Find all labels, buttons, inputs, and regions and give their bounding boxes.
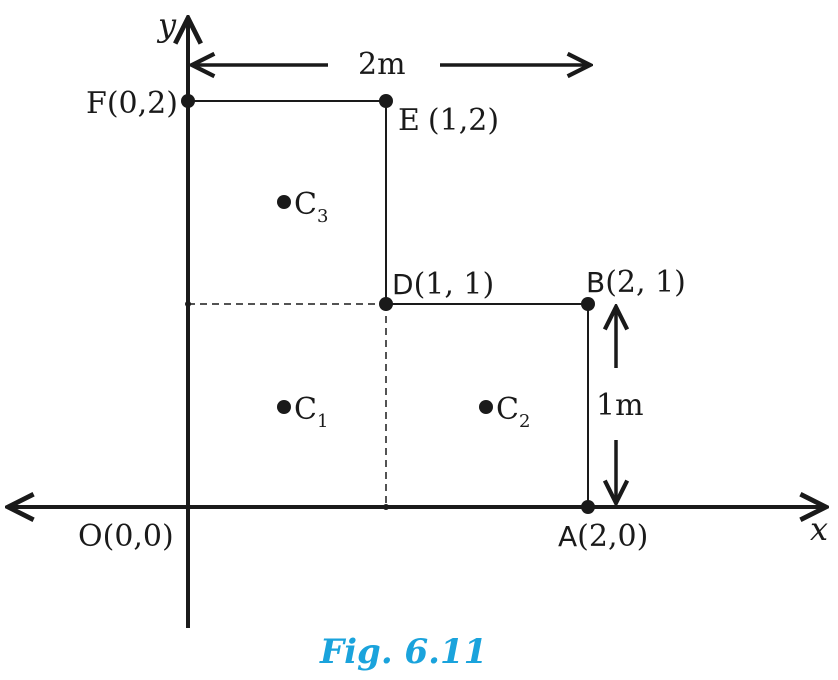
- tick-dot-x1: [383, 504, 389, 510]
- center-c2-sub: 2: [519, 411, 530, 432]
- tick-dot-origin: [185, 504, 191, 510]
- point-o-coords: (0,0): [103, 519, 174, 554]
- center-c3-sub: 3: [317, 206, 328, 227]
- point-e-name: E: [398, 103, 420, 138]
- point-d-name: D: [392, 268, 414, 301]
- center-c1-label: C1: [294, 392, 328, 432]
- point-d-label: D(1, 1): [392, 267, 494, 302]
- center-c3-letter: C: [294, 187, 317, 222]
- x-axis-label: x: [810, 510, 828, 548]
- point-a-coords: (2,0): [577, 519, 648, 554]
- point-a-label: A(2,0): [558, 519, 648, 554]
- point-b-label: B(2, 1): [586, 265, 686, 300]
- point-b-name: B: [586, 266, 605, 299]
- tick-dot-y1: [185, 301, 191, 307]
- center-c3-label: C3: [294, 187, 328, 227]
- point-a-name: A: [558, 520, 577, 553]
- y-axis-label: y: [156, 6, 177, 44]
- point-d-dot: [379, 297, 393, 311]
- center-c1-dot: [277, 400, 291, 414]
- height-label: 1m: [596, 388, 644, 423]
- center-c3-dot: [277, 195, 291, 209]
- point-d-coords: (1, 1): [414, 267, 495, 302]
- point-b-coords: (2, 1): [605, 265, 686, 300]
- point-a-dot: [581, 500, 595, 514]
- figure-caption: Fig. 6.11: [319, 632, 487, 672]
- center-c2-letter: C: [496, 392, 519, 427]
- point-e-dot: [379, 94, 393, 108]
- center-c2-dot: [479, 400, 493, 414]
- width-label: 2m: [358, 47, 406, 82]
- point-o-name: O: [78, 519, 103, 554]
- point-o-label: O(0,0): [78, 519, 174, 554]
- center-c1-letter: C: [294, 392, 317, 427]
- point-e-label: E(1,2): [398, 103, 499, 138]
- point-f-name: F: [86, 86, 107, 121]
- point-f-dot: [181, 94, 195, 108]
- center-c2-label: C2: [496, 392, 530, 432]
- point-f-label: F(0,2): [86, 86, 178, 121]
- point-f-coords: (0,2): [107, 86, 178, 121]
- center-c1-sub: 1: [317, 411, 328, 432]
- point-b-dot: [581, 297, 595, 311]
- point-e-coords: (1,2): [428, 103, 499, 138]
